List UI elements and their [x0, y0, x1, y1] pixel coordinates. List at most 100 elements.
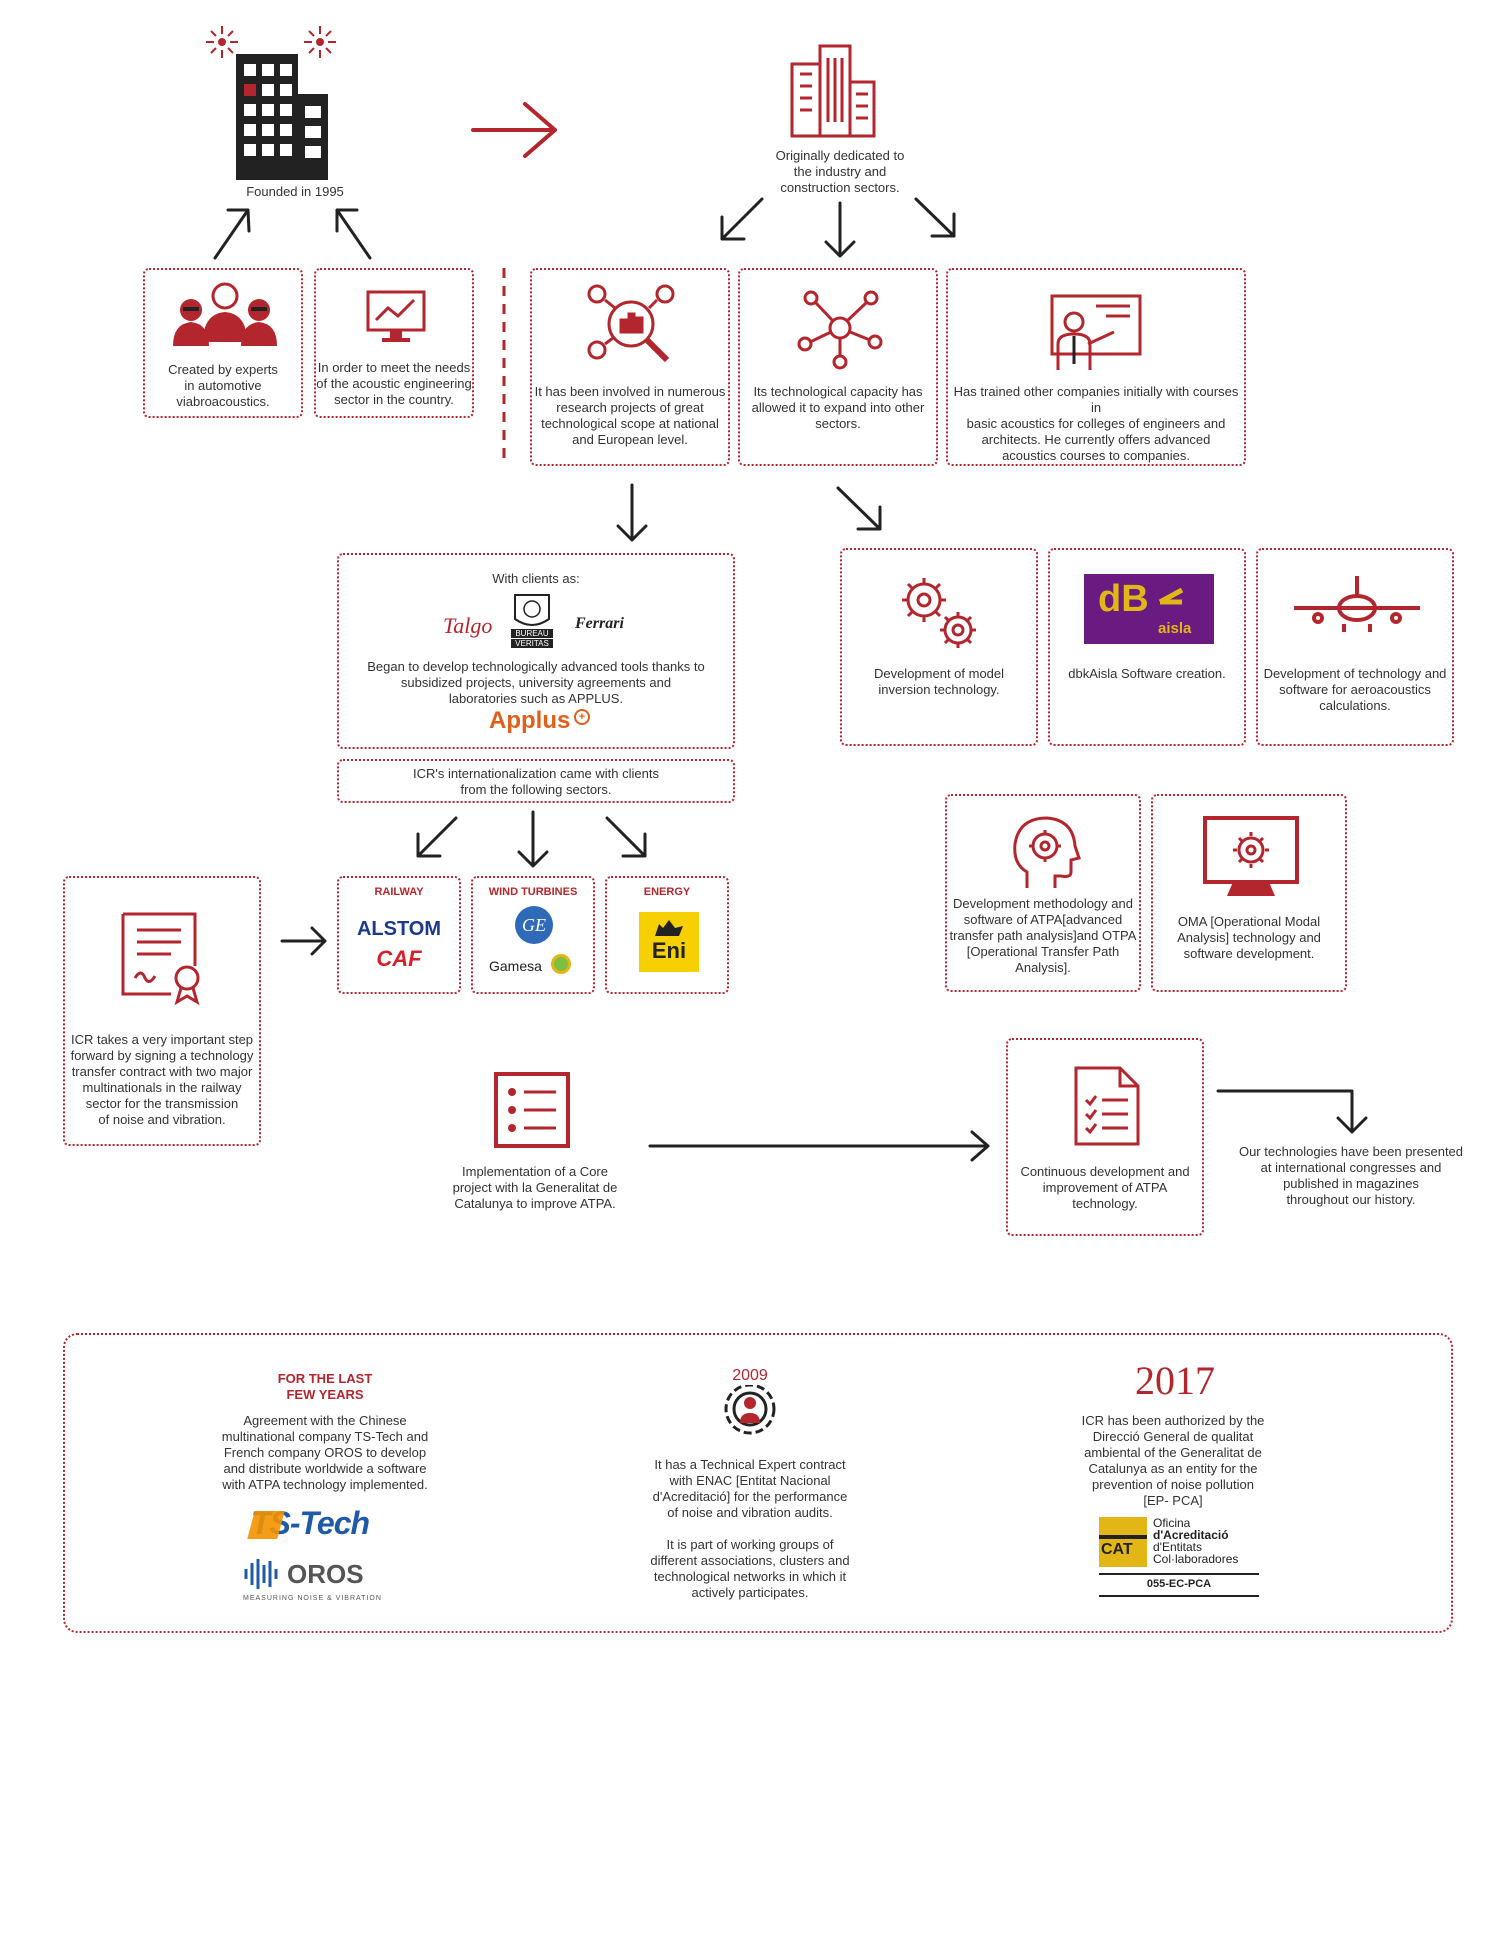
research-box: It has been involved in numerous researc… [530, 268, 730, 466]
clients-box: With clients as: Talgo BUREAU VERITAS Fe… [337, 553, 735, 749]
dbkaisla-text: dbkAisla Software creation. [1068, 666, 1226, 681]
congresses-text: Our technologies have been presented at … [1238, 1144, 1464, 1207]
dbkaisla-logo: dB aisla [1084, 574, 1214, 644]
people-icon [173, 282, 277, 346]
core-text: Implementation of a Core project with la… [452, 1164, 618, 1211]
needs-text: In order to meet the needs of the acoust… [316, 360, 472, 407]
railway-label: RAILWAY [374, 886, 424, 898]
arrow-down-clients [616, 483, 648, 542]
experts-box: Created by experts in automotive viabroa… [143, 268, 303, 418]
founded-text: Founded in 1995 [246, 184, 344, 199]
wind-label: WIND TURBINES [488, 886, 578, 898]
capacity-box: Its technological capacity has allowed i… [738, 268, 938, 466]
arrow-down-right-block [836, 486, 882, 531]
veritas-label: VERITAS [511, 639, 553, 648]
monitor-chart-icon [366, 290, 426, 342]
last-years-text: Agreement with the Chinese multinational… [221, 1413, 429, 1492]
arrow-sector-right [605, 816, 647, 858]
arrow-up-right [335, 208, 372, 260]
oac-line1: Oficina [1153, 1516, 1191, 1530]
energy-box: ENERGY Eni [605, 876, 729, 994]
year-2009: 2009 [721, 1367, 779, 1385]
applus-plus-icon: + [574, 709, 590, 725]
arrow-up-left [213, 208, 251, 260]
airplane-icon [1294, 576, 1420, 632]
international-text: ICR's internationalization came with cli… [413, 766, 659, 797]
eni-label: Eni [651, 938, 687, 963]
ferrari-logo: Ferrari [575, 615, 624, 632]
presentation-icon [1050, 294, 1142, 370]
eni-logo-box: Eni [639, 912, 699, 972]
gear-person-icon [724, 1383, 776, 1435]
oma-text: OMA [Operational Modal Analysis] technol… [1177, 914, 1321, 961]
dbkaisla-k-mark [1158, 587, 1184, 605]
bottom-panel: FOR THE LAST FEW YEARS Agreement with th… [63, 1333, 1453, 1633]
continuous-box: Continuous development and improvement o… [1006, 1038, 1204, 1236]
bureau-veritas-logo: BUREAU VERITAS [511, 591, 553, 649]
building-icon [206, 26, 336, 180]
eni-dog-icon [655, 920, 683, 936]
head-gear-icon [1013, 816, 1081, 888]
oac-mark-stripe [1099, 1535, 1147, 1539]
alstom-logo: ALSTOM [356, 918, 442, 940]
oma-box: OMA [Operational Modal Analysis] technol… [1151, 794, 1347, 992]
oac-line3: d'Entitats [1153, 1540, 1202, 1554]
transfer-text: ICR takes a very important step forward … [70, 1032, 254, 1127]
oac-divider-bottom [1099, 1595, 1259, 1597]
oros-subtitle: MEASURING NOISE & VIBRATION [243, 1595, 382, 1602]
gamesa-sun-icon [551, 954, 571, 974]
oac-mark: CAT [1099, 1517, 1147, 1567]
oac-line2: d'Acreditació [1153, 1528, 1229, 1542]
atpa-box: Development methodology and software of … [945, 794, 1141, 992]
research-magnifier-icon [587, 284, 675, 363]
gamesa-logo: Gamesa [489, 958, 542, 974]
city-buildings-icon [790, 44, 876, 138]
arrow-elbow-congresses [1216, 1089, 1368, 1134]
clients-heading: With clients as: [492, 571, 580, 586]
certificate-icon [121, 912, 200, 1006]
oac-code: 055-EC-PCA [1146, 1578, 1212, 1590]
wind-turbines-box: WIND TURBINES GE Gamesa [471, 876, 595, 994]
arrow-down-right [914, 197, 956, 238]
oros-logo: OROS [287, 1559, 364, 1589]
needs-box: In order to meet the needs of the acoust… [314, 268, 474, 418]
model-inversion-text: Development of model inversion technolog… [873, 666, 1005, 697]
bureau-label: BUREAU [511, 629, 553, 638]
year-2017: 2017 [1135, 1358, 1215, 1403]
gears-icon [902, 578, 976, 648]
network-icon [797, 290, 883, 370]
caf-logo: CAF [376, 946, 422, 971]
document-check-icon [1074, 1066, 1140, 1146]
oac-divider [1099, 1573, 1259, 1575]
arrow-down-middle [824, 201, 856, 258]
research-text: It has been involved in numerous researc… [534, 384, 726, 447]
arrow-core-continuous [648, 1130, 990, 1162]
trained-text: Has trained other companies initially wi… [953, 384, 1239, 463]
oac-logo: CAT Oficina d'Acreditació d'Entitats Col… [1099, 1517, 1259, 1603]
capacity-text: Its technological capacity has allowed i… [751, 384, 925, 431]
atpa-text: Development methodology and software of … [949, 896, 1137, 975]
clients-text: Began to develop technologically advance… [367, 659, 705, 706]
model-inversion-box: Development of model inversion technolog… [840, 548, 1038, 746]
trained-box: Has trained other companies initially wi… [946, 268, 1246, 466]
originally-text: Originally dedicated to the industry and… [775, 148, 905, 195]
oros-wave-icon [244, 1559, 278, 1589]
checklist-icon [494, 1072, 570, 1148]
arrow-transfer-sectors [280, 926, 327, 956]
international-box: ICR's internationalization came with cli… [337, 759, 735, 803]
last-years-title: FOR THE LAST FEW YEARS [277, 1371, 373, 1402]
experts-text: Created by experts in automotive viabroa… [168, 362, 278, 409]
continuous-text: Continuous development and improvement o… [1020, 1164, 1190, 1211]
applus-logo: Applus [489, 707, 571, 734]
arrow-sector-middle [517, 810, 549, 868]
aeroacoustics-text: Development of technology and software f… [1263, 666, 1447, 713]
bureau-veritas-seal [514, 594, 550, 626]
aeroacoustics-box: Development of technology and software f… [1256, 548, 1454, 746]
railway-box: RAILWAY ALSTOM CAF [337, 876, 461, 994]
red-arrow [471, 102, 557, 158]
ge-logo: GE [515, 906, 553, 944]
monitor-gear-icon [1203, 816, 1299, 896]
transfer-box: ICR takes a very important step forward … [63, 876, 261, 1146]
oac-line4: Col·laboradores [1153, 1552, 1239, 1566]
oac-mark-text: CAT [1101, 1541, 1133, 1558]
